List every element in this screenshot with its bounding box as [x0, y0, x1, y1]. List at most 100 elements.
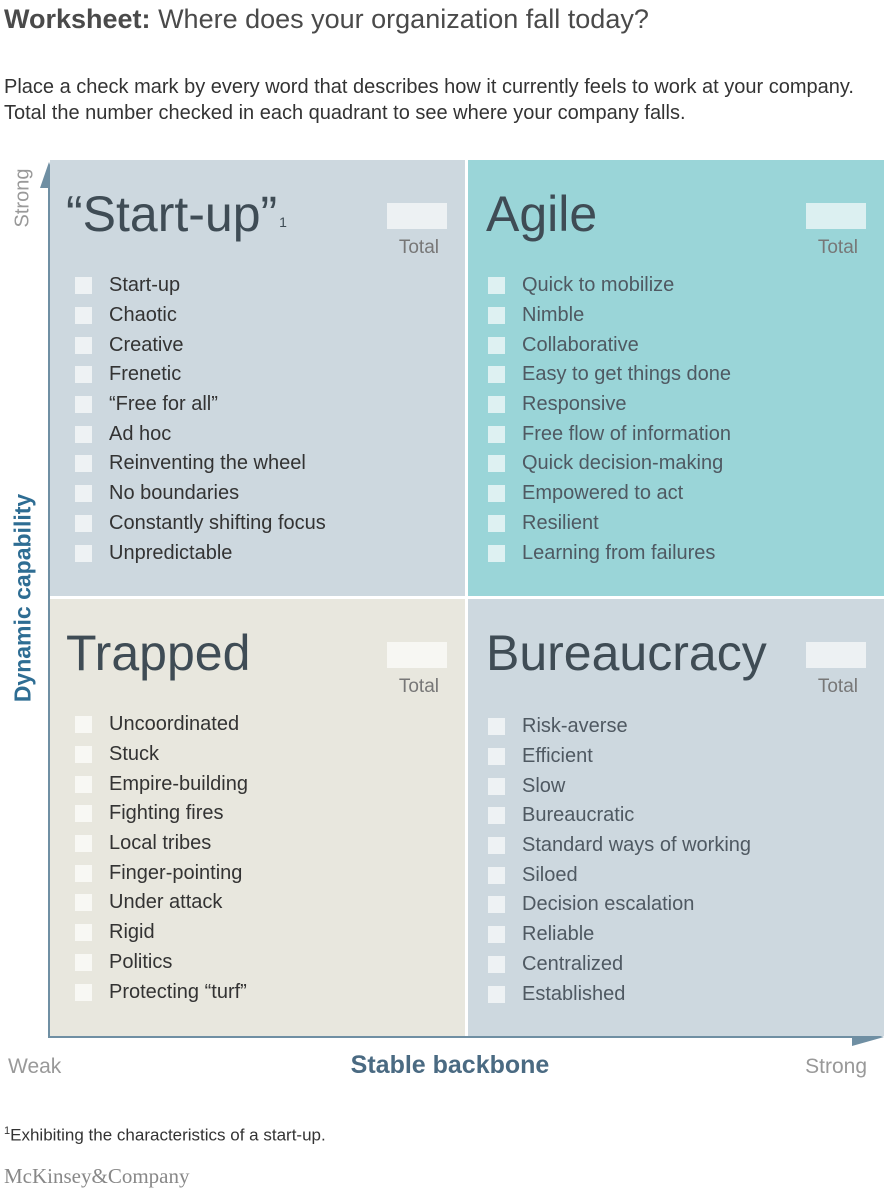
checkbox[interactable] — [75, 425, 92, 443]
checklist-item-label: Rigid — [109, 921, 155, 944]
checkbox[interactable] — [488, 544, 505, 562]
checklist-item: Fighting fires — [75, 799, 248, 829]
checklist-item-label: No boundaries — [109, 482, 240, 505]
x-axis-line — [48, 1036, 858, 1038]
checklist-item-label: Quick decision-making — [522, 452, 724, 475]
checkbox[interactable] — [488, 896, 505, 914]
checklist-item-label: Easy to get things done — [522, 363, 732, 386]
checkbox[interactable] — [488, 336, 505, 354]
checkbox[interactable] — [75, 514, 92, 532]
checklist-item: Empowered to act — [488, 479, 731, 509]
total-input[interactable] — [806, 642, 866, 668]
checklist-item: Established — [488, 979, 751, 1009]
checklist-item-label: Reliable — [522, 923, 595, 946]
checklist-item-label: Constantly shifting focus — [109, 511, 326, 534]
footnote-text: Exhibiting the characteristics of a star… — [10, 1125, 326, 1145]
y-axis-title: Dynamic capability — [9, 493, 36, 703]
checklist-item-label: Empowered to act — [522, 482, 684, 505]
checkbox[interactable] — [488, 926, 505, 944]
checkbox[interactable] — [488, 277, 505, 295]
checklist-item-label: Nimble — [522, 304, 585, 327]
checkbox[interactable] — [75, 544, 92, 562]
checkbox[interactable] — [75, 924, 92, 942]
checklist-item-label: Frenetic — [109, 363, 182, 386]
checklist-item-label: Protecting “turf” — [109, 980, 247, 1003]
checkbox[interactable] — [75, 455, 92, 473]
checklist-item-label: Local tribes — [109, 832, 212, 855]
checklist-item-label: Risk-averse — [522, 715, 628, 738]
checkbox[interactable] — [488, 514, 505, 532]
checkbox[interactable] — [75, 746, 92, 764]
checkbox[interactable] — [488, 455, 505, 473]
checkbox[interactable] — [75, 775, 92, 793]
checklist-item-label: Learning from failures — [522, 541, 716, 564]
checklist-item-label: Established — [522, 982, 626, 1005]
checkbox[interactable] — [488, 307, 505, 325]
total-label: Total — [398, 676, 439, 697]
checklist-item: Local tribes — [75, 829, 248, 859]
checkbox[interactable] — [488, 425, 505, 443]
quadrant-title-text: “Start-up” — [66, 186, 278, 242]
total-input[interactable] — [387, 203, 447, 229]
checklist-item-label: Creative — [109, 333, 184, 356]
checklist-item-label: Empire-building — [109, 772, 248, 795]
checklist-item-label: Politics — [109, 950, 173, 973]
checklist-item-label: Reinventing the wheel — [109, 452, 306, 475]
checkbox[interactable] — [75, 396, 92, 414]
checkbox[interactable] — [75, 805, 92, 823]
checkbox[interactable] — [75, 485, 92, 503]
checklist-item: Nimble — [488, 301, 731, 331]
checklist-item: Decision escalation — [488, 890, 751, 920]
total-input[interactable] — [387, 642, 447, 668]
checkbox[interactable] — [75, 864, 92, 882]
checklist-item: Centralized — [488, 950, 751, 980]
total-input[interactable] — [806, 203, 866, 229]
checkbox[interactable] — [488, 807, 505, 825]
checklist-item: Protecting “turf” — [75, 977, 248, 1007]
instructions: Place a check mark by every word that de… — [4, 76, 854, 124]
checkbox[interactable] — [75, 277, 92, 295]
worksheet-title: Worksheet: Where does your organization … — [4, 4, 649, 34]
checkbox[interactable] — [488, 718, 505, 736]
checklist-item: Stuck — [75, 740, 248, 770]
checklist-item-label: Siloed — [522, 863, 578, 886]
checkbox[interactable] — [75, 894, 92, 912]
checkbox[interactable] — [75, 336, 92, 354]
checklist-item: Empire-building — [75, 769, 248, 799]
checkbox[interactable] — [75, 835, 92, 853]
checklist-item: “Free for all” — [75, 390, 326, 420]
title-text: Where does your organization fall today? — [158, 4, 649, 34]
checkbox[interactable] — [75, 307, 92, 325]
checkbox[interactable] — [488, 777, 505, 795]
checkbox[interactable] — [488, 485, 505, 503]
checkbox[interactable] — [75, 953, 92, 971]
checklist-item-label: Standard ways of working — [522, 834, 752, 857]
checklist-item: Chaotic — [75, 301, 326, 331]
checkbox[interactable] — [488, 955, 505, 973]
total-label: Total — [398, 237, 439, 258]
checklist-item: Constantly shifting focus — [75, 509, 326, 539]
title-bold: Worksheet: — [4, 4, 151, 34]
checklist-item: Slow — [488, 771, 751, 801]
checkbox[interactable] — [488, 748, 505, 766]
checklist-item-label: Start-up — [109, 274, 181, 297]
x-axis-weak-label: Weak — [8, 1055, 62, 1078]
checklist-item-label: Decision escalation — [522, 893, 695, 916]
checkbox[interactable] — [488, 837, 505, 855]
checkbox[interactable] — [75, 366, 92, 384]
checklist-item: Ad hoc — [75, 419, 326, 449]
checklist-item: Free flow of information — [488, 419, 731, 449]
checkbox[interactable] — [75, 983, 92, 1001]
checkbox[interactable] — [488, 985, 505, 1003]
checklist-item-label: Under attack — [109, 891, 223, 914]
checkbox[interactable] — [75, 716, 92, 734]
total-label: Total — [817, 237, 858, 258]
checklist-item: Under attack — [75, 888, 248, 918]
checkbox[interactable] — [488, 866, 505, 884]
checklist-item: Politics — [75, 948, 248, 978]
checkbox[interactable] — [488, 366, 505, 384]
checkbox[interactable] — [488, 396, 505, 414]
